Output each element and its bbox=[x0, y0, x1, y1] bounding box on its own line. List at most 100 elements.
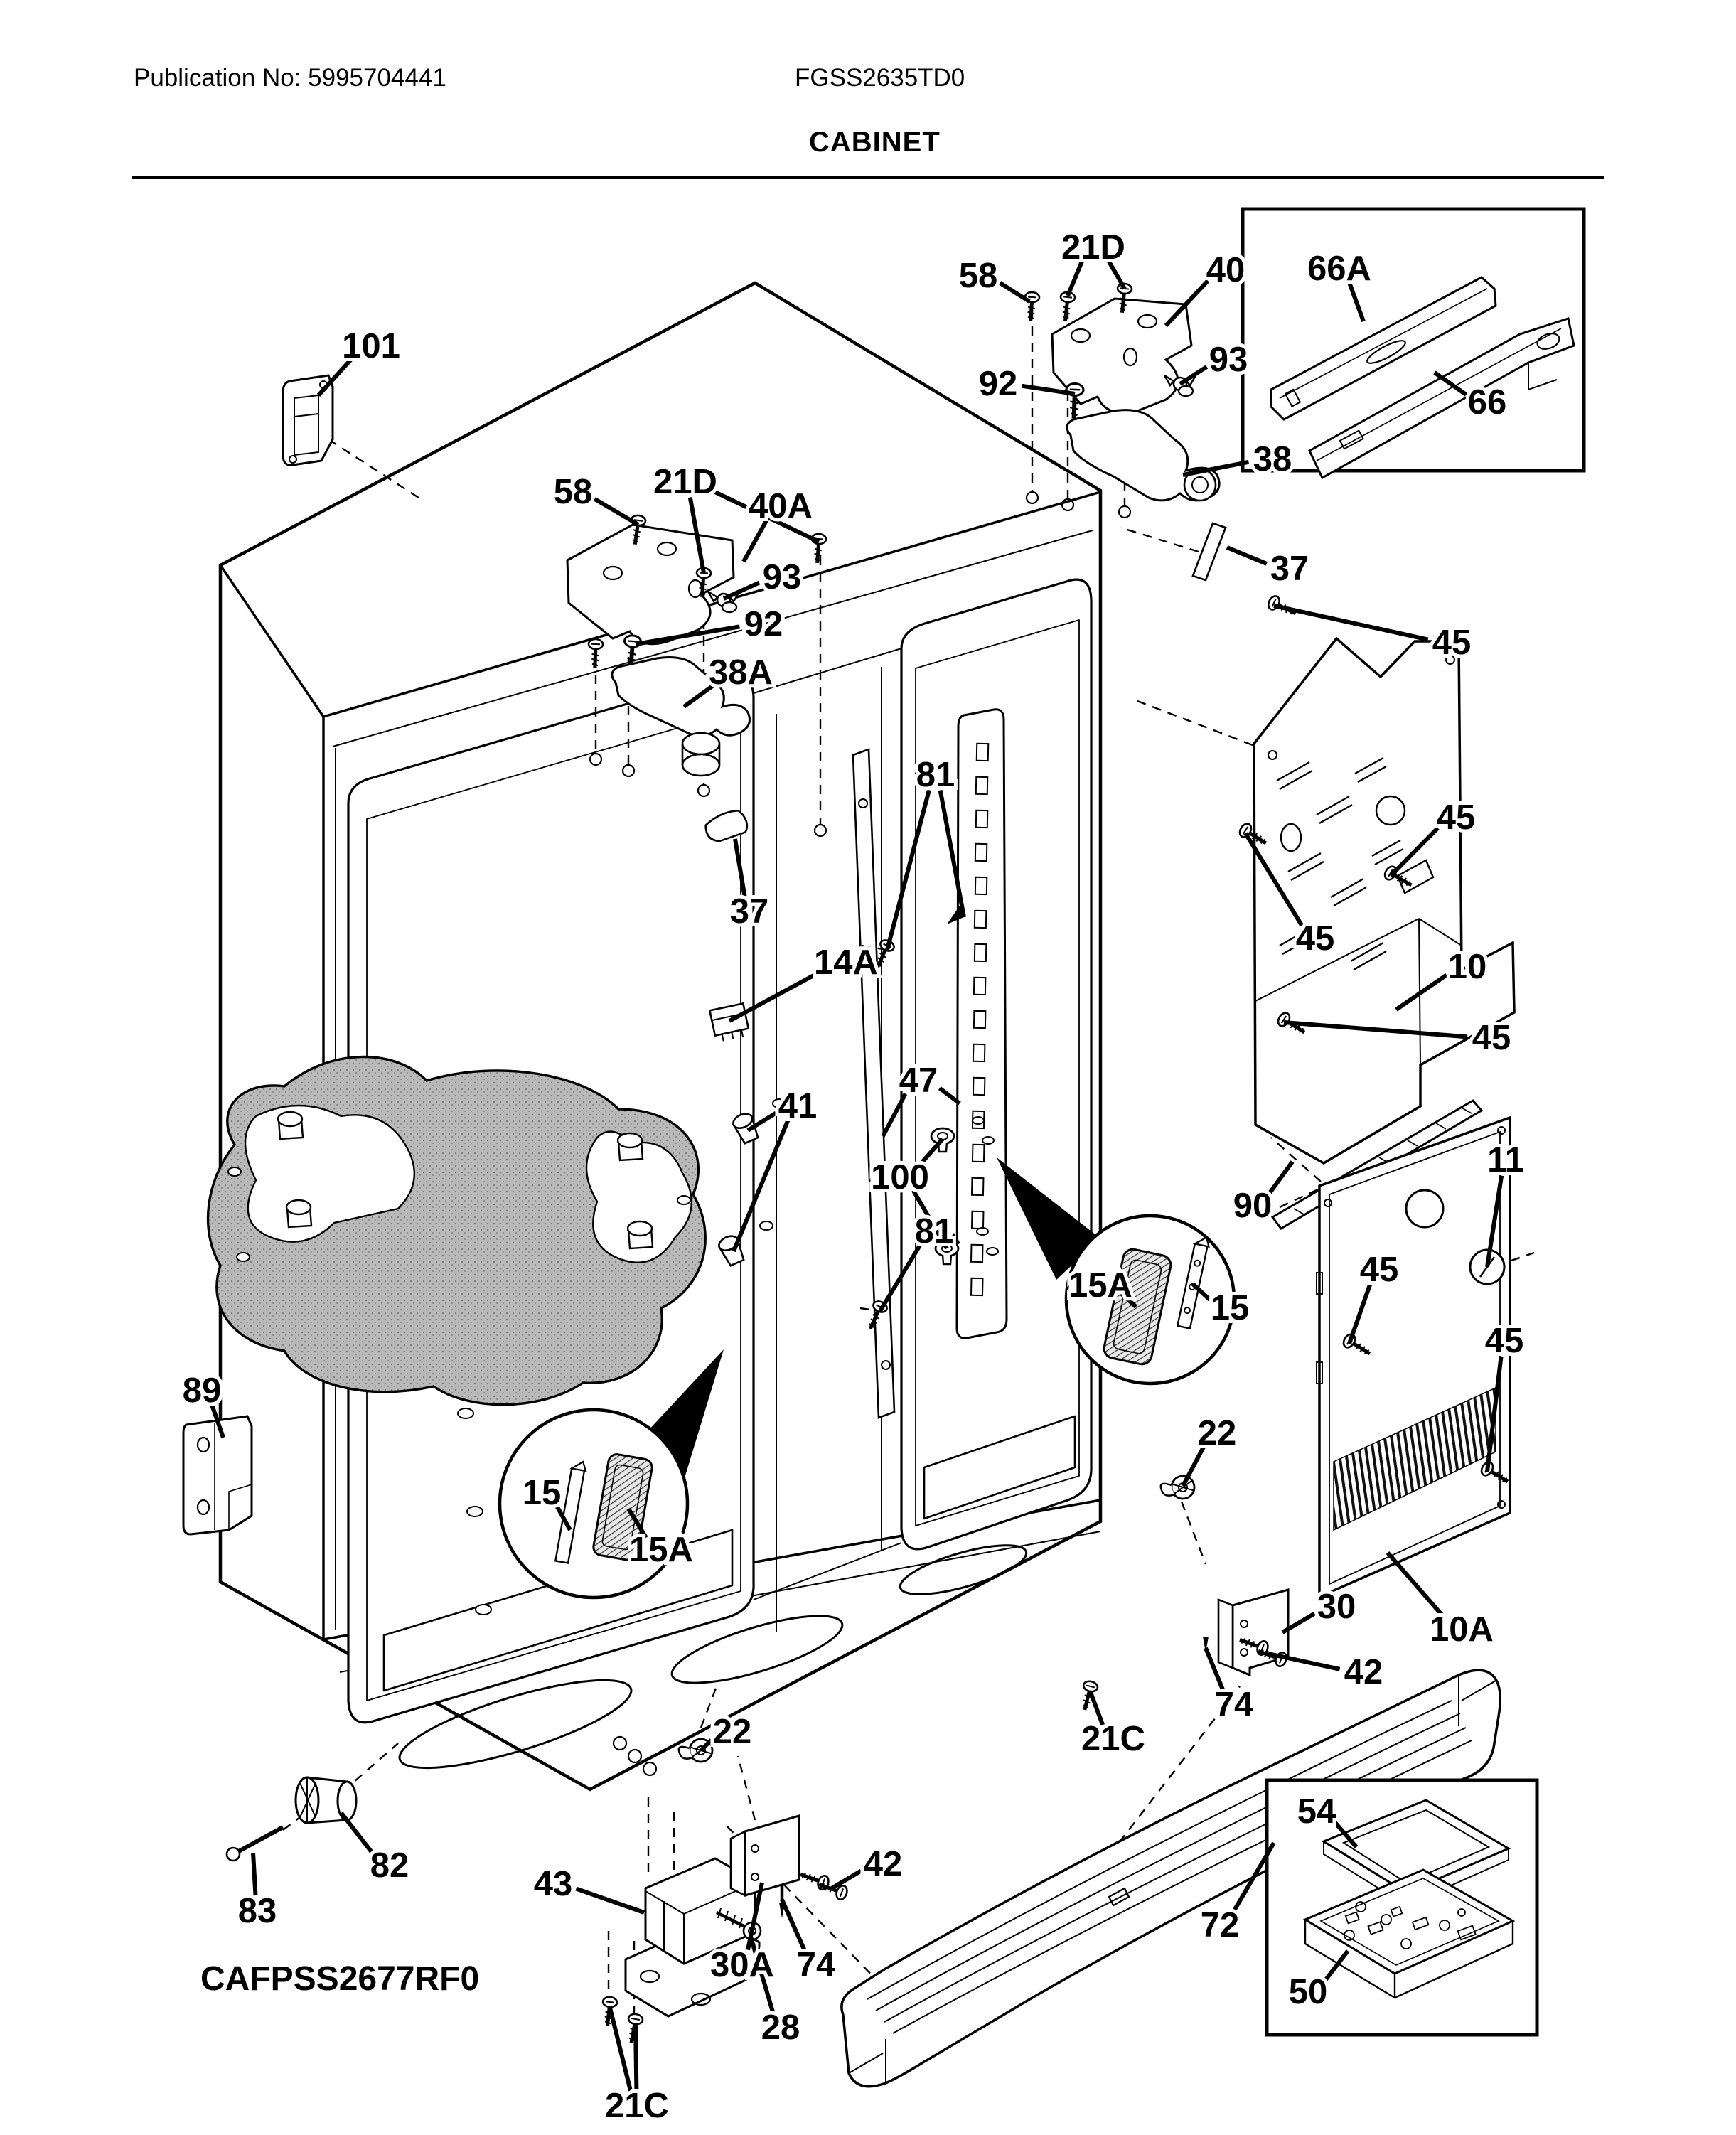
screw-icon bbox=[1059, 291, 1076, 322]
leader-line-50 bbox=[1323, 1949, 1350, 1983]
leader-line-10A bbox=[1386, 1551, 1447, 1620]
leader-line-38 bbox=[1182, 459, 1250, 477]
leader-line-66A bbox=[1347, 282, 1366, 323]
leader-line-37 bbox=[1226, 545, 1268, 566]
leader-line-11 bbox=[1485, 1175, 1504, 1268]
leader-line-93 bbox=[722, 580, 761, 601]
leader-line-81 bbox=[885, 789, 931, 951]
part-callout-30: 30 bbox=[1317, 1588, 1356, 1626]
rail-arrow-icon bbox=[947, 906, 964, 924]
leader-line-82 bbox=[339, 1812, 375, 1856]
part-callout-72: 72 bbox=[1201, 1906, 1240, 1944]
leader-line-92 bbox=[635, 624, 740, 646]
part-callout-100: 100 bbox=[871, 1158, 929, 1197]
bracket-89 bbox=[182, 1415, 253, 1536]
leg-bracket-43 bbox=[624, 1857, 762, 2018]
part-callout-81: 81 bbox=[915, 1212, 954, 1251]
part-callout-30A: 30A bbox=[710, 1946, 774, 1984]
part-callout-21D: 21D bbox=[653, 463, 717, 501]
drain-pan-pcb bbox=[1344, 1901, 1477, 1949]
leader-line-38A bbox=[682, 678, 722, 709]
leader-line-41 bbox=[746, 1111, 777, 1133]
part-callout-58: 58 bbox=[959, 257, 998, 295]
part-callout-28: 28 bbox=[761, 2008, 800, 2047]
part-callout-15A: 15A bbox=[629, 1531, 693, 1569]
part-callout-10A: 10A bbox=[1430, 1610, 1494, 1649]
leader-line-21D bbox=[706, 486, 820, 544]
insulation-studs bbox=[277, 1111, 654, 1250]
leader-line-90 bbox=[1267, 1160, 1295, 1196]
part-callout-74: 74 bbox=[1215, 1686, 1254, 1724]
air-filter-detail-left bbox=[498, 1349, 724, 1600]
leader-line-15 bbox=[1191, 1282, 1211, 1302]
part-callout-92: 92 bbox=[979, 365, 1018, 403]
leader-line-101 bbox=[316, 355, 355, 397]
leader-line-47 bbox=[881, 1093, 908, 1138]
part-callout-92: 92 bbox=[744, 605, 783, 643]
top-hinge-left bbox=[566, 515, 826, 777]
leader-line-100 bbox=[916, 1138, 945, 1169]
part-callout-37: 37 bbox=[730, 892, 769, 931]
part-callout-83: 83 bbox=[238, 1892, 277, 1930]
title-divider bbox=[132, 176, 1604, 179]
leader-line-58 bbox=[998, 281, 1031, 304]
part-callout-22: 22 bbox=[1198, 1414, 1237, 1452]
leader-line-45 bbox=[1273, 604, 1429, 642]
part-callout-50: 50 bbox=[1289, 1973, 1328, 2011]
leader-line-47 bbox=[938, 1086, 961, 1106]
leader-line-15 bbox=[554, 1504, 572, 1531]
part-callout-37: 37 bbox=[1270, 550, 1309, 588]
leader-line-15A bbox=[626, 1507, 648, 1539]
leader-line-41 bbox=[732, 1119, 791, 1253]
leader-line-81 bbox=[878, 1243, 923, 1312]
leader-line-100 bbox=[911, 1189, 949, 1250]
insulation-pad bbox=[206, 1055, 707, 1406]
leader-line-45 bbox=[1347, 1283, 1373, 1344]
leader-line-21C bbox=[1088, 1691, 1105, 1726]
part-callout-15A: 15A bbox=[1068, 1266, 1132, 1305]
leader-line-89 bbox=[210, 1404, 225, 1438]
leader-line-22 bbox=[1181, 1445, 1206, 1487]
leader-line-15A bbox=[1120, 1292, 1138, 1309]
diagram-code: CAFPSS2677RF0 bbox=[200, 1960, 480, 1998]
bracket-101 bbox=[282, 374, 334, 466]
leader-line-81 bbox=[953, 1237, 960, 1246]
part-callout-21D: 21D bbox=[1061, 228, 1125, 267]
page-title: CABINET bbox=[809, 127, 941, 158]
screw-icon bbox=[1024, 291, 1040, 321]
lower-access-panel-10a bbox=[1316, 1115, 1511, 1599]
air-filter-detail-right bbox=[997, 1157, 1236, 1386]
leader-line-83 bbox=[251, 1852, 258, 1896]
leader-line-74 bbox=[780, 1898, 808, 1952]
panel-vent-slashes bbox=[1276, 756, 1404, 971]
leader-line-81 bbox=[938, 790, 966, 918]
inset-drain-pan bbox=[1265, 1778, 1539, 2037]
leader-line-45 bbox=[1243, 832, 1304, 927]
upper-back-panel-10 bbox=[1253, 636, 1516, 1165]
part-callout-42: 42 bbox=[864, 1845, 903, 1883]
leader-line-42 bbox=[830, 1868, 862, 1890]
part-callout-42: 42 bbox=[1344, 1653, 1383, 1691]
callout-leader-lines bbox=[210, 259, 1504, 2092]
cap-37 bbox=[704, 809, 749, 842]
leader-line-58 bbox=[593, 497, 640, 527]
leader-line-92 bbox=[1022, 383, 1076, 396]
toe-grille-72 bbox=[840, 1669, 1501, 2088]
top-hinge-right bbox=[1024, 283, 1221, 502]
part-callout-22: 22 bbox=[713, 1713, 752, 1751]
leader-line-42 bbox=[1268, 1652, 1341, 1671]
leader-line-21D bbox=[1066, 260, 1084, 297]
part-callout-45: 45 bbox=[1296, 919, 1335, 958]
leader-line-66 bbox=[1433, 370, 1468, 397]
base-vent-slots bbox=[398, 1544, 1028, 1777]
panel-vent-louvers bbox=[1333, 1386, 1496, 1531]
part-callout-21C: 21C bbox=[605, 2087, 669, 2125]
leader-line-45 bbox=[1283, 1020, 1468, 1039]
part-callout-38: 38 bbox=[1253, 440, 1292, 478]
part-callout-90: 90 bbox=[1233, 1187, 1272, 1225]
leader-line-28 bbox=[749, 1936, 776, 2013]
part-callout-40A: 40A bbox=[749, 487, 813, 525]
publication-number: Publication No: 5995704441 bbox=[134, 64, 446, 92]
